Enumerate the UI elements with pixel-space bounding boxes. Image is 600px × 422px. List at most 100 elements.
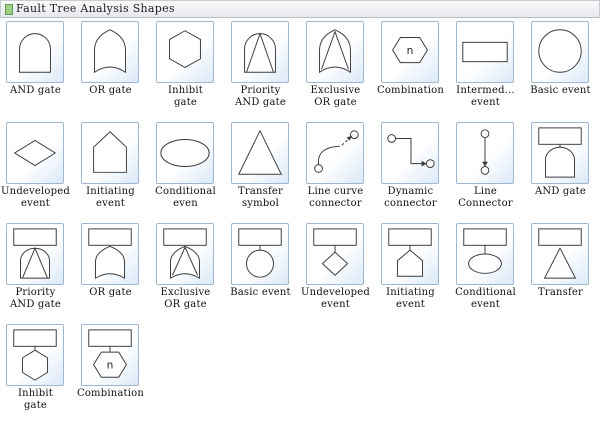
undeveloped-event-with-box-icon [313, 228, 357, 276]
shape-label: AND gate [9, 85, 62, 96]
shape-thumbnail[interactable] [81, 122, 139, 184]
shape-label: Exclusive OR gate [160, 287, 211, 310]
shape-label: Conditional event [455, 287, 516, 310]
shape-item[interactable]: Exclusive OR gate [302, 18, 377, 119]
shape-thumbnail[interactable] [381, 223, 439, 285]
shape-item[interactable]: AND gate [527, 119, 600, 220]
shape-thumbnail[interactable] [231, 122, 289, 184]
inhibit-gate-icon [169, 30, 201, 69]
shape-item[interactable]: Undeveloped event [301, 220, 377, 321]
initiating-event-with-box-icon [388, 228, 432, 277]
transfer-symbol-icon [237, 129, 283, 175]
undeveloped-event-icon [13, 139, 57, 167]
shape-item[interactable]: Initiating event [77, 119, 152, 220]
shape-label: Transfer symbol [238, 186, 283, 209]
shape-label: Inhibit gate [167, 85, 204, 108]
shape-thumbnail[interactable] [6, 223, 64, 285]
shape-thumbnail[interactable] [6, 21, 64, 83]
intermediate-event-icon [462, 41, 508, 63]
shape-item[interactable]: OR gate [77, 18, 152, 119]
exclusive-or-gate-icon [319, 29, 351, 74]
shape-item[interactable]: Intermed... event [452, 18, 527, 119]
shape-thumbnail[interactable]: n [81, 324, 139, 386]
shape-thumbnail[interactable] [231, 21, 289, 83]
shape-label: Priority AND gate [234, 85, 287, 108]
shape-thumbnail[interactable] [306, 21, 364, 83]
library-title-bar[interactable]: Fault Tree Analysis Shapes [0, 0, 600, 18]
shape-thumbnail[interactable] [531, 223, 589, 285]
shape-item[interactable]: Basic event [527, 18, 600, 119]
initiating-event-icon [93, 131, 127, 173]
shape-label: Line Connector [458, 186, 513, 209]
shape-item[interactable]: Exclusive OR gate [152, 220, 227, 321]
shape-item[interactable]: Basic event [227, 220, 302, 321]
shape-item[interactable]: Priority AND gate [227, 18, 302, 119]
shape-item[interactable]: Line Connector [452, 119, 527, 220]
shape-label: Initiating event [386, 287, 435, 310]
shape-thumbnail[interactable] [381, 122, 439, 184]
shape-thumbnail[interactable] [306, 122, 364, 184]
exclusive-or-gate-with-box-icon [163, 228, 207, 279]
line-curve-connector-icon [314, 130, 359, 173]
priority-and-gate-icon [244, 32, 276, 73]
shape-item[interactable]: Conditional event [452, 220, 527, 321]
shape-item[interactable]: Conditional even [152, 119, 227, 220]
shape-label: Basic event [230, 287, 291, 298]
shape-item[interactable]: Line curve connector [302, 119, 377, 220]
conditional-event-with-box-icon [463, 228, 507, 274]
combination-with-box-icon: n [88, 329, 132, 378]
shape-item[interactable]: AND gate [2, 18, 77, 119]
basic-event-with-box-icon [238, 228, 282, 278]
shape-thumbnail[interactable] [156, 21, 214, 83]
shape-thumbnail[interactable] [156, 223, 214, 285]
shape-thumbnail[interactable] [456, 122, 514, 184]
shape-label: Intermed... event [456, 85, 515, 108]
shape-item[interactable]: Initiating event [377, 220, 452, 321]
shape-thumbnail[interactable] [6, 122, 64, 184]
shape-label: Undeveloped event [301, 287, 370, 310]
shape-label: Combination [76, 388, 145, 399]
shape-label: Dynamic connector [384, 186, 437, 209]
library-title: Fault Tree Analysis Shapes [16, 2, 175, 15]
shape-label: Undeveloped event [1, 186, 70, 209]
shape-item[interactable]: Inhibit gate [2, 321, 77, 422]
shape-label: Line curve connector [307, 186, 364, 209]
shape-thumbnail[interactable]: n [381, 21, 439, 83]
shape-label: Transfer [538, 287, 583, 298]
shape-thumbnail[interactable] [531, 21, 589, 83]
shape-thumbnail[interactable] [156, 122, 214, 184]
basic-event-icon [538, 29, 582, 73]
shape-thumbnail[interactable] [456, 21, 514, 83]
library-icon [5, 4, 13, 15]
conditional-event-icon [160, 139, 210, 167]
shape-label: Exclusive OR gate [310, 85, 361, 108]
shape-thumbnail[interactable] [81, 21, 139, 83]
or-gate-icon [94, 29, 126, 74]
dynamic-connector-icon [387, 134, 435, 168]
shape-label: AND gate [534, 186, 587, 197]
shape-label: Combination [376, 85, 445, 96]
shape-item[interactable]: Inhibit gate [152, 18, 227, 119]
shape-thumbnail[interactable] [456, 223, 514, 285]
priority-and-gate-with-box-icon [13, 228, 57, 279]
shape-label: OR gate [89, 287, 132, 298]
and-gate-icon [19, 33, 51, 73]
shape-item[interactable]: Undeveloped event [1, 119, 77, 220]
shape-item[interactable]: Dynamic connector [377, 119, 452, 220]
and-gate-with-box-icon [538, 127, 582, 178]
shape-label: Inhibit gate [17, 388, 54, 411]
shape-item[interactable]: Transfer symbol [227, 119, 302, 220]
shape-symbol: n [407, 44, 414, 57]
line-connector-icon [480, 129, 490, 175]
shape-item[interactable]: Priority AND gate [2, 220, 77, 321]
shape-item[interactable]: Transfer [527, 220, 600, 321]
shape-thumbnail[interactable] [531, 122, 589, 184]
shape-thumbnail[interactable] [81, 223, 139, 285]
shape-label: Basic event [530, 85, 591, 96]
shape-thumbnail[interactable] [6, 324, 64, 386]
shape-item[interactable]: OR gate [77, 220, 152, 321]
shape-thumbnail[interactable] [231, 223, 289, 285]
shape-thumbnail[interactable] [306, 223, 364, 285]
